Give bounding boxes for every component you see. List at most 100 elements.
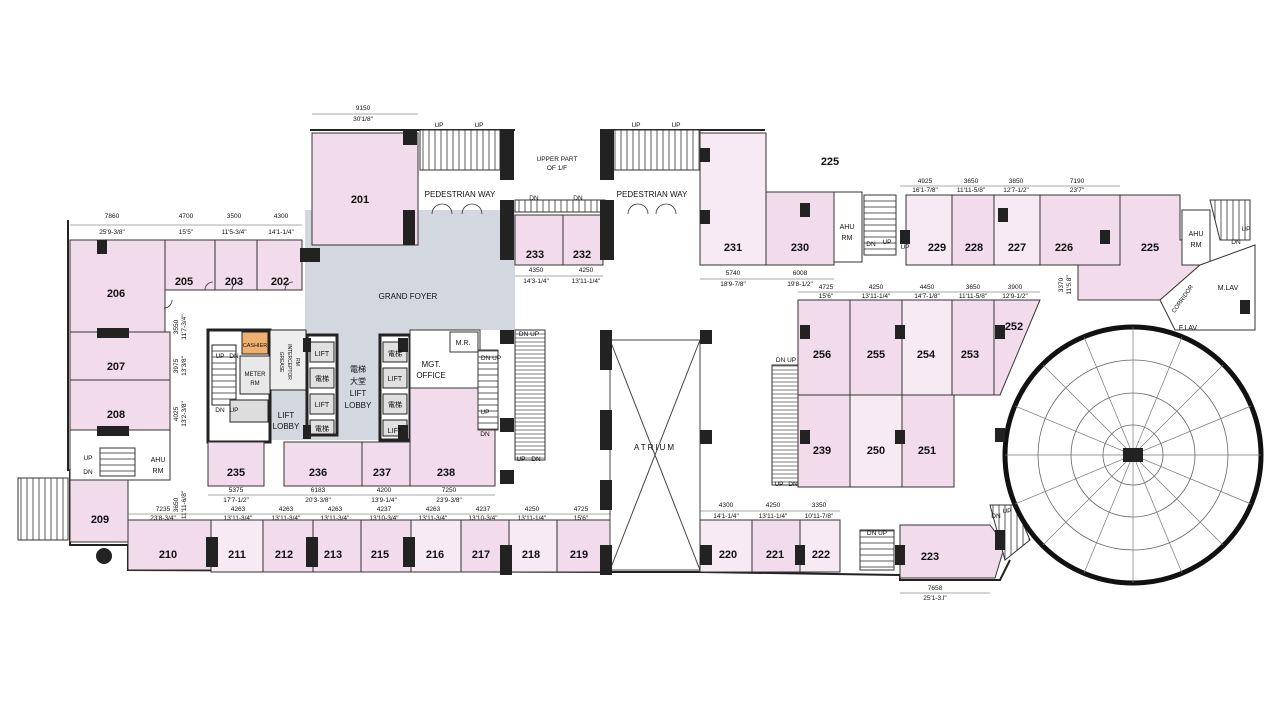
unit-210 — [127, 519, 212, 571]
lift-5: 電梯 — [388, 349, 402, 358]
svg-text:DN: DN — [991, 513, 1001, 520]
svg-text:3370: 3370 — [1058, 277, 1065, 292]
svg-text:UP: UP — [1241, 226, 1250, 233]
svg-text:11'11-5/8": 11'11-5/8" — [957, 187, 986, 194]
unit-227 — [993, 194, 1041, 266]
mr-label: M.R. — [456, 340, 471, 347]
lift-1: LIFT — [315, 351, 330, 358]
svg-text:3900: 3900 — [1008, 284, 1023, 291]
svg-text:13'11-3/4": 13'11-3/4" — [419, 515, 448, 522]
label-201: 201 — [351, 194, 369, 206]
grease-label-3: RM — [294, 358, 300, 366]
svg-text:3650: 3650 — [966, 284, 981, 291]
svg-text:3650: 3650 — [173, 497, 180, 512]
lift-lobby-label-c: LIFT — [350, 389, 367, 398]
svg-text:4250: 4250 — [766, 502, 781, 509]
grand-foyer-label: GRAND FOYER — [379, 292, 438, 301]
unit-213 — [312, 519, 362, 573]
svg-text:14'1-1/4": 14'1-1/4" — [268, 229, 294, 236]
svg-text:DN: DN — [531, 456, 541, 463]
stair-ne-2 — [1209, 199, 1251, 241]
label-219: 219 — [570, 549, 588, 561]
m-lav-label: M.LAV — [1218, 285, 1239, 292]
cashier-room — [241, 331, 269, 355]
svg-text:DN UP: DN UP — [867, 530, 887, 537]
unit-205 — [164, 239, 216, 291]
svg-text:12'7-1/2": 12'7-1/2" — [1003, 187, 1029, 194]
label-235: 235 — [227, 467, 245, 479]
right-center-units — [699, 132, 995, 488]
ahu-e-label-2: RM — [1191, 242, 1202, 249]
dimension-lines — [70, 113, 1120, 594]
svg-text:DN: DN — [1231, 239, 1241, 246]
unit-253 — [951, 299, 995, 396]
svg-text:DN UP: DN UP — [519, 331, 539, 338]
svg-text:13'11-1/4": 13'11-1/4" — [518, 515, 547, 522]
svg-text:13'11-3/4": 13'11-3/4" — [321, 515, 350, 522]
unit-216 — [410, 519, 462, 573]
svg-text:DN: DN — [529, 195, 539, 202]
svg-text:30'1/8": 30'1/8" — [353, 116, 374, 123]
svg-text:13'10-3/4": 13'10-3/4" — [468, 515, 498, 522]
svg-text:7658: 7658 — [928, 585, 943, 592]
label-230: 230 — [791, 242, 809, 254]
svg-text:14'3-1/4": 14'3-1/4" — [523, 278, 549, 285]
lift-lobby-label-2: LOBBY — [273, 422, 300, 431]
svg-text:UP: UP — [1002, 508, 1011, 515]
mgt-office-label-2: OFFICE — [416, 371, 445, 380]
unit-218 — [508, 519, 558, 573]
unit-labels: 201 202 203 205 206 207 208 209 210 211 … — [91, 156, 1159, 563]
svg-text:6183: 6183 — [311, 487, 326, 494]
svg-text:23'7": 23'7" — [1070, 187, 1085, 194]
label-217: 217 — [472, 549, 490, 561]
svg-text:6008: 6008 — [793, 270, 808, 277]
lift-4: 電梯 — [315, 424, 329, 433]
label-210: 210 — [159, 549, 177, 561]
svg-text:DN: DN — [480, 431, 490, 438]
svg-text:14'7-1/8": 14'7-1/8" — [914, 293, 940, 300]
svg-text:4725: 4725 — [819, 284, 834, 291]
label-223: 223 — [921, 551, 939, 563]
svg-text:11'11-6/8": 11'11-6/8" — [181, 490, 188, 519]
label-238: 238 — [437, 467, 455, 479]
meter-room — [239, 355, 271, 395]
label-231: 231 — [724, 242, 742, 254]
svg-text:DN: DN — [83, 469, 93, 476]
ahu-left-label-2: RM — [153, 468, 164, 475]
label-203: 203 — [225, 276, 243, 288]
label-229: 229 — [928, 242, 946, 254]
stair-core-1 — [211, 344, 237, 406]
svg-text:13'2-3/8": 13'2-3/8" — [181, 401, 188, 427]
grease-label-2: INTERCEPTOR — [286, 344, 292, 380]
label-213: 213 — [324, 549, 342, 561]
svg-text:4263: 4263 — [426, 506, 441, 513]
svg-text:UP: UP — [516, 456, 525, 463]
ahu-ne-label: AHU — [840, 224, 855, 231]
ahu-ne-label-2: RM — [842, 235, 853, 242]
upper-part-label: UPPER PART — [537, 156, 578, 163]
unit-203 — [214, 239, 258, 291]
mgt-office-label: MGT. — [421, 360, 440, 369]
svg-text:4263: 4263 — [231, 506, 246, 513]
ahu-e-label: AHU — [1189, 231, 1204, 238]
svg-text:4300: 4300 — [274, 213, 289, 220]
cashier-label: CASHIER — [243, 343, 267, 349]
label-218: 218 — [522, 549, 540, 561]
label-250: 250 — [867, 445, 885, 457]
grease-room — [269, 329, 307, 391]
escalator-right — [771, 364, 799, 486]
svg-text:11'5-3/4": 11'5-3/4" — [221, 229, 247, 236]
label-215: 215 — [371, 549, 389, 561]
label-202: 202 — [271, 276, 289, 288]
svg-text:DN: DN — [788, 481, 798, 488]
rotunda — [1002, 324, 1264, 586]
svg-text:UP: UP — [882, 239, 891, 246]
svg-text:UP: UP — [215, 353, 224, 360]
unit-228 — [951, 194, 995, 266]
lift-lobby-chinese: 電梯 — [350, 364, 366, 374]
svg-text:9150: 9150 — [356, 105, 371, 112]
svg-text:DN: DN — [229, 353, 239, 360]
unit-215 — [360, 519, 412, 573]
svg-text:15'6": 15'6" — [819, 293, 834, 300]
unit-252 — [993, 299, 1041, 396]
